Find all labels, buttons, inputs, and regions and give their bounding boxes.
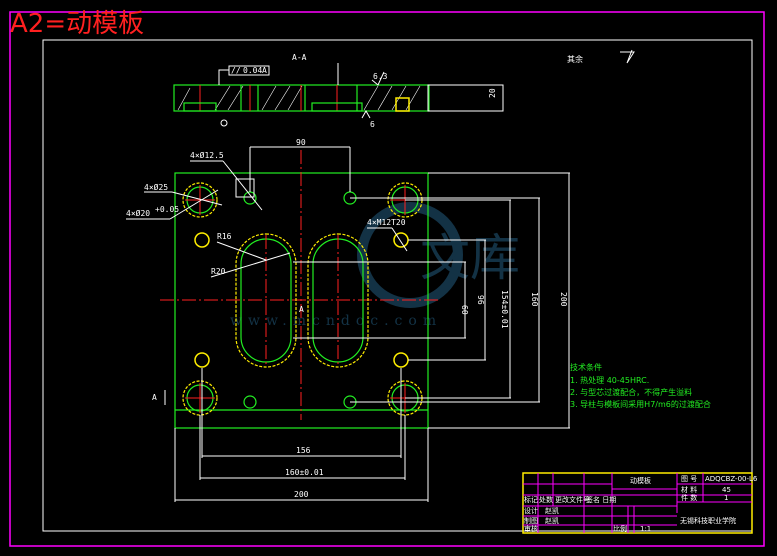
design-label: 设计: [524, 506, 538, 515]
callout-r16: R16: [217, 232, 232, 241]
header-sign-date: 签名 日期: [586, 495, 616, 504]
dim-154: 154±0.01: [500, 290, 509, 329]
check-label: 审核: [524, 524, 538, 533]
datum-a-icon: [220, 119, 228, 127]
designer: 赵凯: [545, 506, 559, 515]
core-slots: [235, 233, 369, 368]
watermark-logo-text: 文库: [420, 229, 520, 287]
drawn-label: 制图: [524, 516, 538, 525]
material: 45: [722, 486, 731, 494]
dim-156: 156: [296, 446, 311, 455]
tech-heading: 技术条件: [570, 362, 602, 372]
material-label: 材 料: [681, 485, 697, 494]
quantity: 1: [724, 494, 728, 502]
tech-requirements: 技术条件 1. 热处理 40-45HRC. 2. 与型芯过渡配合，不得产生溢料 …: [570, 362, 711, 409]
callout-hole-20-tolerance: +0.05: [155, 205, 179, 214]
drawing-no: ADQCBZ-00-L6: [705, 475, 758, 483]
outer-border: [9, 11, 765, 547]
dim-200: 200: [559, 292, 568, 307]
callout-hole-20: 4×Ø20: [126, 208, 150, 218]
tolerance-symbol: //: [231, 66, 241, 75]
dimensions: 90 60 96 154±0.01 160 200 156 160±0.01 2…: [174, 138, 570, 502]
section-mark: A: [152, 393, 157, 402]
plan-view: 4×Ø12.5 4×Ø25 4×Ø20 +0.05 4×M12T20 R16 R…: [126, 138, 570, 502]
dim-200-h: 200: [294, 490, 309, 499]
callout-hole-12-5: 4×Ø12.5: [190, 150, 224, 160]
roughness-general-icon: [620, 49, 635, 64]
title-block: 动模板 图 号 ADQCBZ-00-L6 材 料 45 件 数 1 无锡科技职业…: [522, 472, 758, 534]
header-change-doc: 更改文件号: [555, 495, 590, 504]
dim-160: 160: [530, 292, 539, 307]
datum-label: A: [262, 66, 267, 75]
tech-item: 3. 导柱与模板间采用H7/m6的过渡配合: [570, 399, 711, 409]
roughness-note: 其余: [567, 54, 583, 64]
dim-60: 60: [460, 305, 469, 315]
header-count: 处数: [539, 495, 553, 504]
tech-item: 2. 与型芯过渡配合，不得产生溢料: [570, 387, 692, 397]
scale-label: 比例: [613, 524, 627, 533]
dim-160-h: 160±0.01: [285, 468, 324, 477]
callout-r20: R20: [211, 267, 226, 276]
watermark: 文库 www.mcndoc.com: [230, 202, 520, 329]
drawer: 赵凯: [545, 516, 559, 525]
section-view: A-A // 0.04 A 6.3 6 20: [173, 53, 504, 129]
part-name: 动模板: [630, 476, 651, 485]
inner-frame: [42, 39, 753, 532]
quantity-label: 件 数: [681, 493, 697, 502]
header-mark: 标记: [524, 495, 538, 504]
scale: 1:1: [640, 525, 651, 533]
dim-96: 96: [476, 295, 485, 305]
callout-hole-25: 4×Ø25: [144, 182, 168, 192]
tolerance-value: 0.04: [243, 66, 262, 75]
watermark-url: www.mcndoc.com: [230, 313, 442, 329]
drawing-title: A2=动模板: [10, 9, 144, 39]
thickness-dim: 20: [488, 88, 497, 98]
callout-thread: 4×M12T20: [367, 218, 406, 227]
roughness-bottom: 6: [370, 120, 375, 129]
section-label: A-A: [292, 53, 307, 62]
roughness-top: 6.3: [373, 72, 388, 81]
roughness-icon: [371, 71, 385, 86]
dim-90: 90: [296, 138, 306, 147]
tech-item: 1. 热处理 40-45HRC.: [570, 375, 649, 385]
datum-mark: A: [299, 305, 304, 314]
drawing-no-label: 图 号: [681, 475, 697, 483]
school-name: 无锡科技职业学院: [680, 516, 736, 525]
